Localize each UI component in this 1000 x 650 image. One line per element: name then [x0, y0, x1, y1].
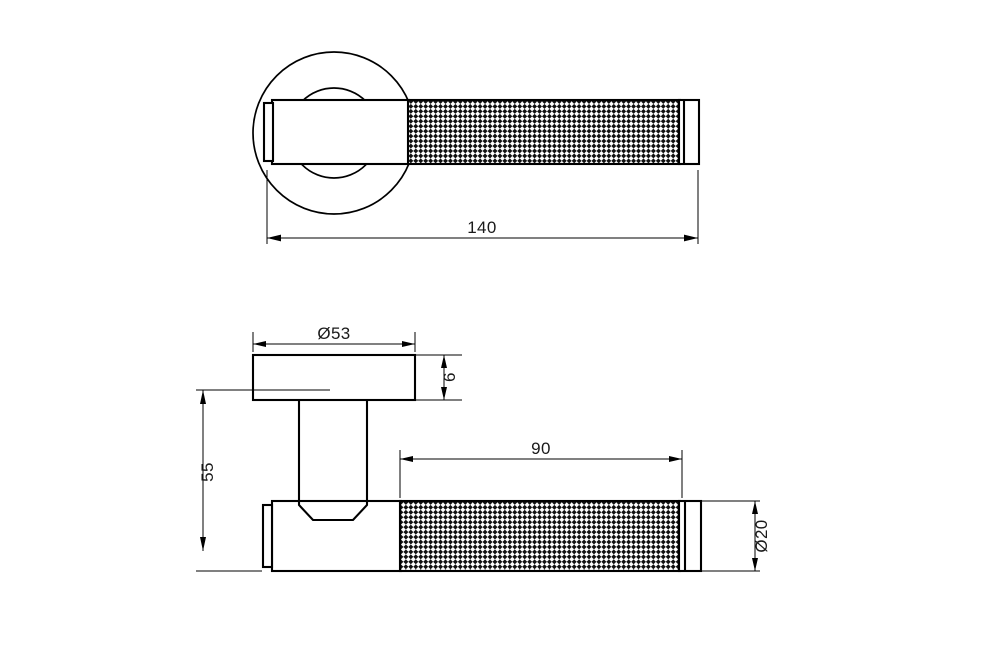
arrow-left [400, 456, 413, 462]
dim-label-rose-thickness: 6 [440, 372, 459, 382]
arrow-top [200, 390, 206, 404]
side-left-end-cap [261, 503, 274, 569]
side-smooth-barrel [270, 499, 403, 573]
arrow-top [752, 501, 758, 514]
dimension-grip-diameter: Ø20 [701, 500, 771, 572]
dimension-overall-height: 55 [196, 389, 330, 572]
dim-label-rose-diameter: Ø53 [317, 324, 350, 343]
arrow-top [441, 355, 447, 368]
dim-label-grip-diameter: Ø20 [752, 519, 771, 552]
arrow-bottom [752, 558, 758, 571]
neck-chamfer-junction [297, 501, 369, 522]
dimension-grip-length: 90 [399, 439, 683, 498]
dim-label-grip-length: 90 [531, 439, 551, 458]
lever-knurled-grip [408, 100, 680, 164]
arrow-bottom [441, 387, 447, 400]
dimension-overall-length: 140 [266, 170, 699, 244]
dim-label-overall-length: 140 [467, 218, 497, 237]
right-end-cap [677, 98, 701, 166]
left-end-cap [262, 101, 275, 163]
rose-plate [251, 353, 417, 402]
lever-smooth-barrel [270, 98, 411, 166]
arrow-right [402, 341, 415, 347]
side-view-group: Ø53 6 55 [196, 324, 771, 573]
arrow-bottom [200, 537, 206, 551]
side-right-end-cap [677, 499, 703, 573]
arrow-left [253, 341, 266, 347]
front-view-group: 140 [252, 51, 701, 244]
dimension-rose-thickness: 6 [415, 354, 462, 401]
side-knurled-grip [400, 501, 680, 571]
arrow-right [684, 234, 698, 242]
dimension-rose-diameter: Ø53 [252, 324, 416, 352]
dim-label-overall-height: 55 [198, 462, 217, 482]
arrow-left [267, 234, 281, 242]
arrow-right [669, 456, 682, 462]
